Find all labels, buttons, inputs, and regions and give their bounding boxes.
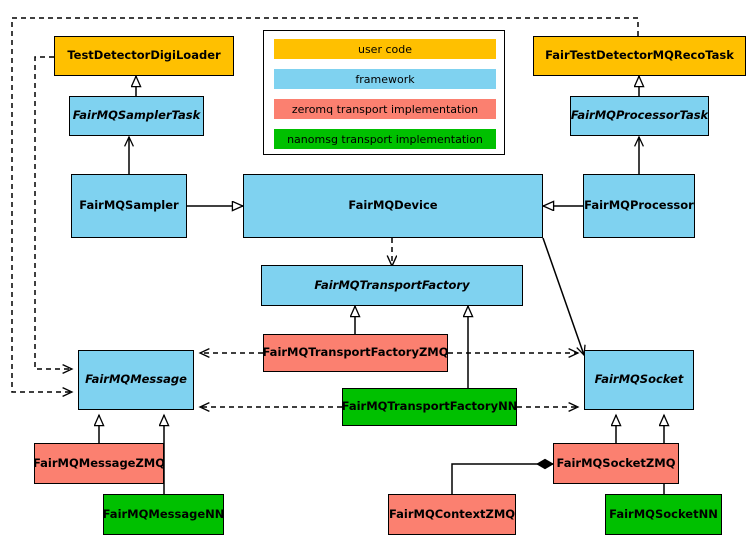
class-box-fairmqmessagezmq[interactable]: FairMQMessageZMQ bbox=[33, 443, 165, 484]
class-box-fairmqsocketzmq[interactable]: FairMQSocketZMQ bbox=[553, 443, 679, 484]
legend-panel: user code framework zeromq transport imp… bbox=[263, 30, 505, 155]
class-label: FairMQTransportFactory bbox=[314, 277, 470, 292]
class-box-fairmqsamplertask[interactable]: FairMQSamplerTask bbox=[69, 96, 204, 136]
class-box-fairmqtransportfactory[interactable]: FairMQTransportFactory bbox=[261, 265, 523, 306]
class-label: FairMQContextZMQ bbox=[388, 506, 516, 521]
class-label: FairMQProcessor bbox=[584, 198, 694, 213]
class-box-fairmqmessage[interactable]: FairMQMessage bbox=[78, 350, 194, 410]
class-label: FairTestDetectorMQRecoTask bbox=[545, 48, 734, 63]
class-box-fairmqprocessortask[interactable]: FairMQProcessorTask bbox=[570, 96, 709, 136]
class-box-testdetectordigiloader[interactable]: TestDetectorDigiLoader bbox=[54, 36, 234, 76]
class-label: FairMQTransportFactoryNN bbox=[341, 399, 518, 414]
legend-item-zeromq: zeromq transport implementation bbox=[274, 99, 496, 119]
class-box-fairmqtransportfactoryzmq[interactable]: FairMQTransportFactoryZMQ bbox=[263, 334, 449, 372]
edge-digiloader-to-message bbox=[34, 56, 72, 369]
legend-item-nanomsg: nanomsg transport implementation bbox=[274, 129, 496, 149]
legend-item-framework: framework bbox=[274, 69, 496, 89]
class-label: FairMQMessageZMQ bbox=[32, 455, 166, 470]
edge-device-to-socket bbox=[542, 237, 584, 355]
legend-item-user-code: user code bbox=[274, 39, 496, 59]
edge-recotask-to-message bbox=[11, 17, 639, 392]
class-label: FairMQDevice bbox=[348, 198, 438, 213]
edge-contextzmq-to-socketzmq bbox=[451, 458, 554, 494]
class-label: FairMQSamplerTask bbox=[72, 108, 201, 123]
class-box-fairtestdetectormqrecotask[interactable]: FairTestDetectorMQRecoTask bbox=[533, 36, 746, 76]
class-label: FairMQSampler bbox=[79, 198, 179, 213]
class-box-fairmqcontextzmq[interactable]: FairMQContextZMQ bbox=[388, 494, 516, 535]
class-label: FairMQTransportFactoryZMQ bbox=[262, 345, 449, 360]
class-box-fairmqprocessor[interactable]: FairMQProcessor bbox=[583, 174, 695, 238]
class-box-fairmqsocket[interactable]: FairMQSocket bbox=[584, 350, 694, 410]
class-label: FairMQProcessorTask bbox=[570, 108, 709, 123]
class-box-fairmqdevice[interactable]: FairMQDevice bbox=[243, 174, 543, 238]
class-label: TestDetectorDigiLoader bbox=[67, 48, 221, 63]
class-box-fairmqtransportfactorynn[interactable]: FairMQTransportFactoryNN bbox=[342, 388, 517, 426]
class-box-fairmqsampler[interactable]: FairMQSampler bbox=[71, 174, 187, 238]
class-label: FairMQMessage bbox=[85, 372, 187, 387]
class-label: FairMQMessageNN bbox=[102, 506, 225, 521]
class-label: FairMQSocketNN bbox=[609, 506, 718, 521]
class-box-fairmqsocketnn[interactable]: FairMQSocketNN bbox=[605, 494, 722, 535]
class-box-fairmqmessagenn[interactable]: FairMQMessageNN bbox=[103, 494, 224, 535]
class-label: FairMQSocketZMQ bbox=[556, 455, 676, 470]
class-label: FairMQSocket bbox=[594, 372, 684, 387]
